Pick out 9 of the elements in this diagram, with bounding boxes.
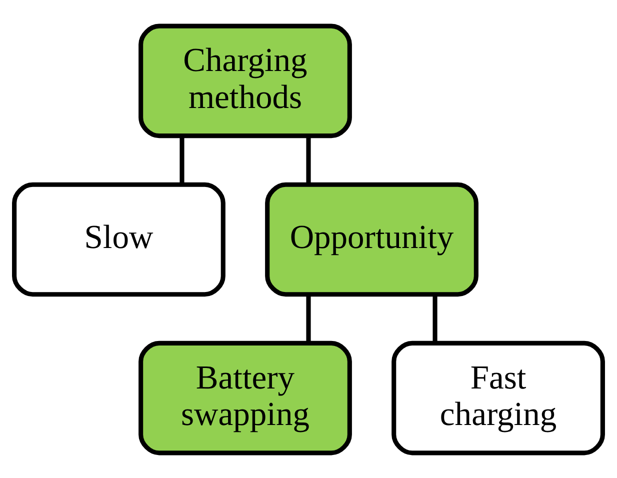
connector: [306, 294, 311, 343]
node-box: Opportunity: [265, 182, 478, 296]
connector: [306, 135, 311, 184]
node-box: Charging methods: [138, 23, 352, 138]
node-box: Fast charging: [392, 340, 605, 455]
node-box: Battery swapping: [138, 340, 352, 455]
node-box: Slow: [12, 182, 226, 296]
connector: [180, 135, 184, 184]
connector: [432, 294, 438, 343]
